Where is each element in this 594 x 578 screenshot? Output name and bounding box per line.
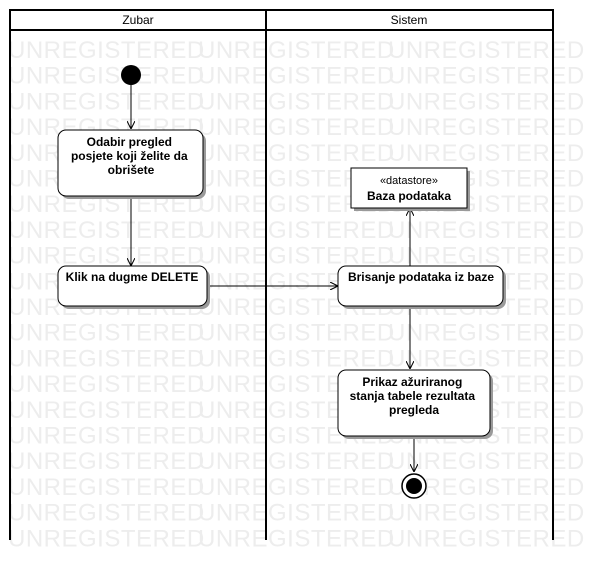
watermark-text: UNREGISTERED <box>8 320 205 347</box>
datastore-stereotype: «datastore» <box>380 175 438 187</box>
watermark-text: UNREGISTERED <box>8 397 205 424</box>
action-select-visit-line-2: posjete koji želite da <box>71 149 188 163</box>
watermark-text: UNREGISTERED <box>388 217 585 244</box>
watermark-text: UNREGISTERED <box>8 474 205 501</box>
action-select-visit-label: Odabir pregled posjete koji želite da ob… <box>71 135 191 177</box>
watermark-text: UNREGISTERED <box>8 217 205 244</box>
watermark-text: UNREGISTERED <box>388 88 585 115</box>
action-click-delete-line-1: Klik na dugme DELETE <box>66 270 199 284</box>
lane-header-bar <box>9 9 554 31</box>
watermark-text: UNREGISTERED <box>198 474 395 501</box>
watermark-text: UNREGISTERED <box>8 345 205 372</box>
watermark-text: UNREGISTERED <box>8 88 205 115</box>
watermark-text: UNREGISTERED <box>388 345 585 372</box>
watermark-text: UNREGISTERED <box>8 500 205 527</box>
watermark-text: UNREGISTERED <box>388 243 585 270</box>
action-show-updated-line-3: pregleda <box>389 403 439 417</box>
action-show-updated-line-1: Prikaz ažuriranog <box>362 375 462 389</box>
watermark-text: UNREGISTERED <box>198 243 395 270</box>
action-show-updated: Prikaz ažuriranog stanja tabele rezultat… <box>337 369 493 439</box>
initial-node <box>121 65 141 85</box>
action-click-delete-label: Klik na dugme DELETE <box>66 270 199 284</box>
watermark-text: UNREGISTERED <box>8 525 205 552</box>
datastore-name: Baza podataka <box>367 189 451 203</box>
watermark-text: UNREGISTERED <box>388 140 585 167</box>
lane-title-sistem: Sistem <box>391 13 428 27</box>
action-select-visit: Odabir pregled posjete koji želite da ob… <box>57 129 206 199</box>
watermark-text: UNREGISTERED <box>388 500 585 527</box>
action-select-visit-line-1: Odabir pregled <box>87 135 172 149</box>
watermark-text: UNREGISTERED <box>198 448 395 475</box>
watermark-text: UNREGISTERED <box>8 423 205 450</box>
watermark-text: UNREGISTERED <box>198 114 395 141</box>
lane-title-zubar: Zubar <box>122 13 153 27</box>
watermark-text: UNREGISTERED <box>8 371 205 398</box>
watermark-text: UNREGISTERED <box>8 448 205 475</box>
watermark-text: UNREGISTERED <box>388 448 585 475</box>
action-show-updated-line-2: stanja tabele rezultata <box>350 389 476 403</box>
watermark-text: UNREGISTERED <box>198 37 395 64</box>
watermark-text: UNREGISTERED <box>388 320 585 347</box>
datastore-baza-podataka: «datastore» Baza podataka <box>350 167 470 211</box>
watermark-text: UNREGISTERED <box>198 500 395 527</box>
watermark-text: UNREGISTERED <box>198 140 395 167</box>
watermark-text: UNREGISTERED <box>8 37 205 64</box>
watermark-text: UNREGISTERED <box>388 37 585 64</box>
action-delete-data-label: Brisanje podataka iz baze <box>348 270 494 284</box>
watermark-text: UNREGISTERED <box>8 243 205 270</box>
action-select-visit-line-3: obrišete <box>108 163 155 177</box>
control-flows <box>131 84 414 472</box>
watermark-text: UNREGISTERED <box>388 114 585 141</box>
watermark-text: UNREGISTERED <box>8 63 205 90</box>
action-show-updated-label: Prikaz ažuriranog stanja tabele rezultat… <box>350 375 479 417</box>
watermark-text: UNREGISTERED <box>198 88 395 115</box>
watermark-text: UNREGISTERED <box>198 345 395 372</box>
swimlanes: Zubar Sistem <box>9 9 554 540</box>
action-delete-data: Brisanje podataka iz baze <box>337 265 506 309</box>
watermark-text: UNREGISTERED <box>198 63 395 90</box>
watermark-text: UNREGISTERED <box>388 63 585 90</box>
action-click-delete: Klik na dugme DELETE <box>57 265 210 309</box>
watermark-text: UNREGISTERED <box>198 320 395 347</box>
final-node <box>401 473 427 499</box>
watermark-text: UNREGISTERED <box>388 525 585 552</box>
watermark-text: UNREGISTERED <box>198 525 395 552</box>
action-delete-data-line-1: Brisanje podataka iz baze <box>348 270 494 284</box>
watermark-text: UNREGISTERED <box>198 217 395 244</box>
